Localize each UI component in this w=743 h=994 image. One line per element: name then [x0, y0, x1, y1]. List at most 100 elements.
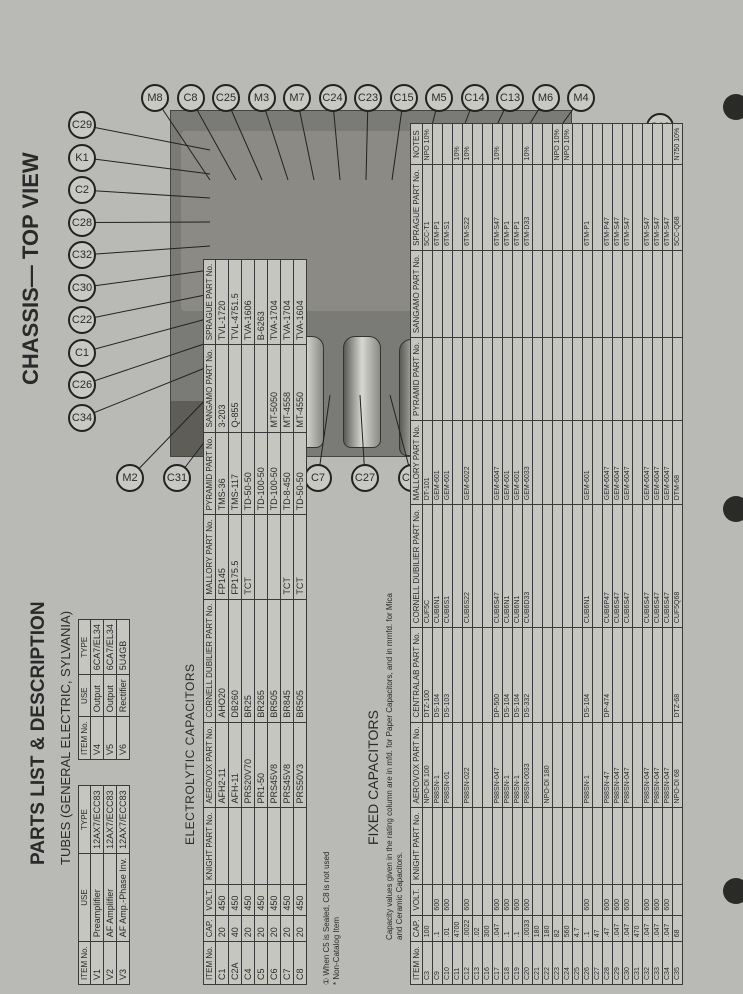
table-cell: CUB6D33 — [522, 504, 533, 628]
table-cell — [592, 504, 603, 628]
table-cell — [532, 722, 543, 808]
table-cell: 5CC-Q68 — [672, 164, 683, 251]
table-cell: P88SN-1 — [432, 722, 443, 808]
table-cell: Q-855 — [228, 344, 242, 433]
table-cell: 6CA7/EL34 — [90, 619, 104, 675]
table-cell: P88SN-047 — [662, 722, 673, 808]
table-cell — [662, 250, 673, 338]
table-cell: NPO 10% — [552, 123, 563, 165]
table-cell: TD-100-50 — [267, 432, 281, 515]
table-cell: 600 — [432, 884, 443, 916]
table-cell: 6TM-S1 — [442, 164, 453, 251]
table-cell: C10 — [442, 941, 453, 985]
table-cell: C35 — [672, 941, 683, 985]
table-cell — [482, 250, 493, 338]
table-cell — [512, 250, 523, 338]
table-cell — [432, 808, 443, 885]
table-cell — [452, 808, 463, 885]
table-cell: C1 — [215, 941, 229, 985]
table-cell — [572, 722, 583, 808]
column-header: PYRAMID PART No. — [203, 432, 216, 515]
table-cell: 6TM-P1 — [512, 164, 523, 251]
table-cell: GEM-6047 — [612, 420, 623, 505]
table-cell — [562, 722, 573, 808]
table-cell — [572, 123, 583, 165]
column-header: VOLT. — [203, 884, 216, 916]
table-cell — [422, 250, 433, 338]
table-cell: AFH2-11 — [215, 722, 229, 808]
column-header: SPRAGUE PART No. — [203, 259, 216, 345]
callout-c34: C34 — [68, 403, 96, 432]
table-cell — [542, 250, 553, 338]
table-cell — [552, 420, 563, 505]
table-cell: 600 — [442, 884, 453, 916]
table-cell: 6CA7/EL34 — [103, 619, 117, 675]
parts-title: PARTS LIST & DESCRIPTION — [28, 601, 49, 865]
column-header: TYPE — [78, 785, 91, 854]
leader-line — [81, 245, 211, 256]
table-cell — [241, 808, 255, 885]
table-cell: FP145 — [215, 514, 229, 600]
table-header-row: ITEM No.CAP.VOLT.KNIGHT PART No.AEROVOX … — [410, 123, 423, 985]
table-cell: V3 — [116, 941, 130, 985]
callout-c32: C32 — [68, 241, 96, 269]
table-cell: 450 — [280, 884, 294, 916]
table-cell — [592, 164, 603, 251]
callout-c25: C25 — [212, 84, 240, 112]
column-header: KNIGHT PART No. — [203, 808, 216, 885]
table-cell: NPO-DI 100 — [422, 722, 433, 808]
table-cell — [254, 344, 268, 433]
table-cell: TVL-4751.5 — [228, 259, 242, 345]
table-cell — [632, 627, 643, 723]
table-cell — [562, 250, 573, 338]
table-cell: 6TM-P1 — [432, 164, 443, 251]
table-cell: C32 — [642, 941, 653, 985]
table-cell — [562, 504, 573, 628]
table-cell — [482, 504, 493, 628]
table-cell — [562, 808, 573, 885]
callout-c31: C31 — [163, 464, 191, 492]
table-cell: TVL-1720 — [215, 259, 229, 345]
table-cell — [482, 337, 493, 421]
punch-hole — [723, 94, 743, 120]
table-cell — [672, 337, 683, 421]
table-cell: P88SN-47 — [602, 722, 613, 808]
table-cell — [442, 123, 453, 165]
table-cell — [472, 250, 483, 338]
callout-k1: K1 — [68, 143, 96, 172]
table-cell — [562, 884, 573, 916]
table-cell — [512, 123, 523, 165]
table-cell: CUB6S22 — [462, 504, 473, 628]
table-cell — [482, 722, 493, 808]
table-cell — [293, 808, 307, 885]
table-cell — [492, 808, 503, 885]
table-cell — [602, 337, 613, 421]
table-cell — [602, 123, 613, 165]
table-cell — [462, 627, 473, 723]
table-cell: 47 — [592, 915, 603, 942]
table-cell: GEM-6047 — [652, 420, 663, 505]
table-cell: C19 — [512, 941, 523, 985]
fixed-table-wrap: ITEM No.CAP.VOLT.KNIGHT PART No.AEROVOX … — [410, 122, 683, 985]
table-cell — [532, 420, 543, 505]
table-cell: 450 — [228, 884, 242, 916]
table-cell — [632, 337, 643, 421]
table-cell: DTZ-68 — [672, 627, 683, 723]
table-cell: 600 — [612, 884, 623, 916]
table-cell: P88SN-01 — [442, 722, 453, 808]
table-cell: 82 — [552, 915, 563, 942]
table-cell — [472, 337, 483, 421]
table-cell — [552, 504, 563, 628]
table-cell — [622, 627, 633, 723]
